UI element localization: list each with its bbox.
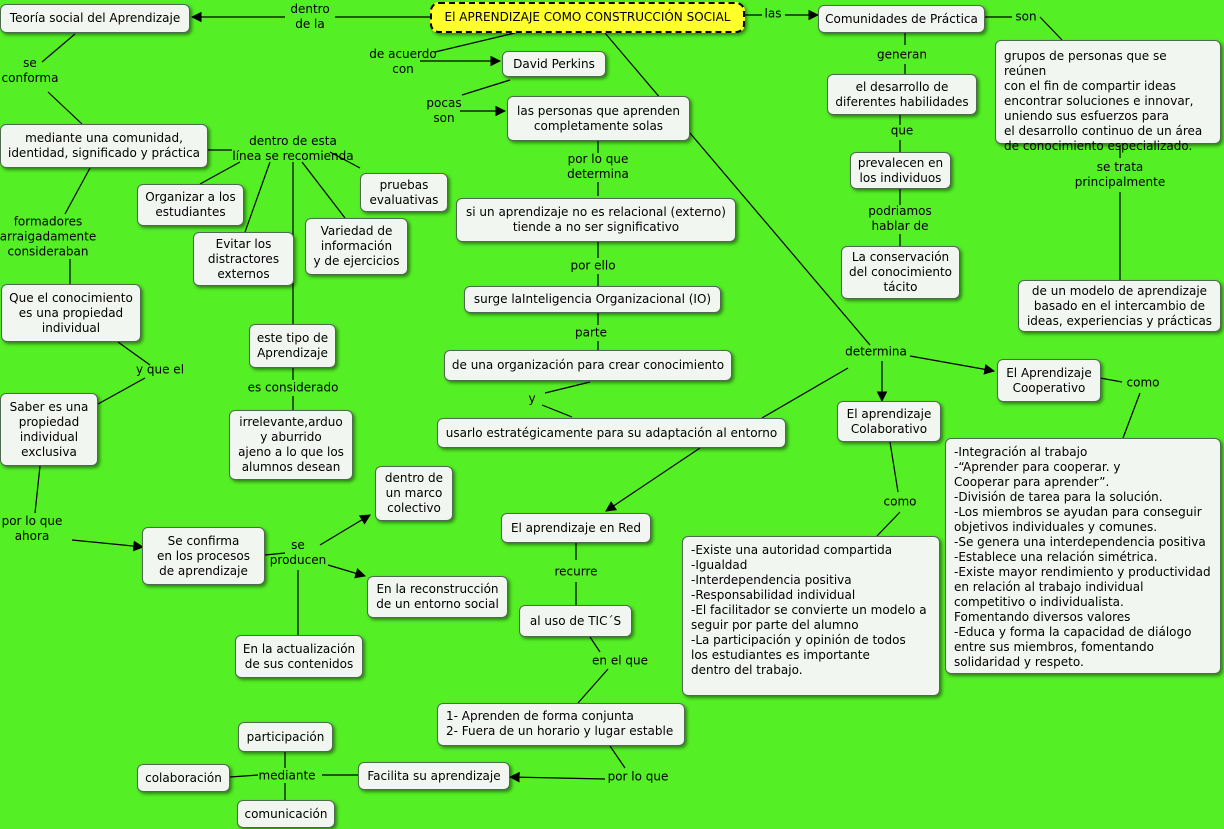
grupos-personas-node[interactable]: grupos de personas que se reúnen con el … — [995, 40, 1221, 153]
pruebas-evaluativas-node[interactable]: pruebas evaluativas — [360, 173, 448, 212]
link-label-como-colaborativo: como — [883, 494, 917, 509]
reconstruccion-entorno-node[interactable]: En la reconstrucción de un entorno socia… — [367, 576, 508, 618]
modelo-aprendizaje-node[interactable]: de un modelo de aprendizaje basado en el… — [1018, 280, 1221, 332]
desarrollo-habilidades-node[interactable]: el desarrollo de diferentes habilidades — [827, 74, 977, 115]
link-label-mediante: mediante — [258, 768, 316, 783]
link-label-dentro-de-esta-linea: dentro de esta línea se recomienda — [232, 134, 354, 163]
link-label-de-acuerdo-con: de acuerdo con — [369, 47, 437, 76]
link-label-pocas-son: pocas son — [426, 96, 462, 125]
link-label-parte: parte — [575, 325, 607, 340]
link-label-podriamos-hablar: podriamos hablar de — [868, 204, 932, 233]
evitar-distractores-node[interactable]: Evitar los distractores externos — [193, 232, 294, 286]
link-label-por-lo-que-determina: por lo que determina — [567, 152, 629, 181]
link-label-es-considerado: es considerado — [247, 380, 339, 395]
link-label-se-conforma: se conforma — [1, 56, 59, 85]
link-label-por-ello: por ello — [570, 258, 616, 273]
link-label-y: y — [528, 391, 536, 406]
conocimiento-propiedad-node[interactable]: Que el conocimiento es una propiedad ind… — [1, 284, 141, 342]
cooperativo-caracteristicas-node[interactable]: -Integración al trabajo -“Aprender para … — [945, 438, 1221, 674]
tipo-aprendizaje-node[interactable]: este tipo de Aprendizaje — [249, 324, 336, 368]
comunicacion-node[interactable]: comunicación — [237, 800, 335, 828]
link-label-se-producen: se producen — [269, 538, 327, 567]
link-label-y-que-el: y que el — [135, 362, 185, 377]
colaborativo-caracteristicas-node[interactable]: -Existe una autoridad compartida -Iguald… — [682, 536, 940, 696]
link-label-determina: determina — [845, 344, 907, 359]
organizar-estudiantes-node[interactable]: Organizar a los estudiantes — [137, 184, 244, 226]
link-label-son: son — [1015, 9, 1037, 24]
colaboracion-node[interactable]: colaboración — [137, 764, 230, 792]
organizacion-conocimiento-node[interactable]: de una organización para crear conocimie… — [444, 350, 732, 381]
link-label-se-trata: se trata principalmente — [1074, 160, 1166, 189]
saber-propiedad-node[interactable]: Saber es una propiedad individual exclus… — [0, 393, 98, 466]
se-confirma-node[interactable]: Se confirma en los procesos de aprendiza… — [142, 527, 265, 585]
uso-tics-node[interactable]: al uso de TIC´S — [519, 605, 632, 637]
comunidades-practica-node[interactable]: Comunidades de Práctica — [818, 5, 985, 33]
participacion-node[interactable]: participación — [238, 722, 333, 752]
david-perkins-node[interactable]: David Perkins — [502, 51, 606, 77]
aprenden-conjunta-node[interactable]: 1- Aprenden de forma conjunta 2- Fuera d… — [437, 703, 685, 746]
link-label-como-cooperativo: como — [1126, 375, 1160, 390]
link-label-las: las — [764, 6, 782, 21]
marco-colectivo-node[interactable]: dentro de un marco colectivo — [375, 466, 453, 521]
aprendizaje-colaborativo-node[interactable]: El aprendizaje Colaborativo — [837, 401, 941, 442]
personas-aprenden-node[interactable]: las personas que aprenden completamente … — [507, 96, 690, 141]
irrelevante-node[interactable]: irrelevante,arduo y aburrido ajeno a lo … — [229, 410, 353, 480]
aprendizaje-relacional-node[interactable]: si un aprendizaje no es relacional (exte… — [456, 198, 736, 242]
prevalecen-node[interactable]: prevalecen en los individuos — [850, 152, 951, 189]
link-label-por-lo-que: por lo que — [607, 769, 669, 784]
link-label-que: que — [890, 123, 914, 138]
link-label-dentro-de-la: dentro de la — [290, 2, 330, 31]
variedad-informacion-node[interactable]: Variedad de información y de ejercicios — [305, 218, 408, 275]
link-label-formadores: formadores arraigadamente consideraban — [0, 214, 97, 259]
link-label-por-lo-que-ahora: por lo que ahora — [1, 514, 63, 543]
link-label-en-el-que: en el que — [592, 653, 648, 668]
actualizacion-contenidos-node[interactable]: En la actualización de sus contenidos — [235, 635, 363, 678]
aprendizaje-red-node[interactable]: El aprendizaje en Red — [501, 513, 651, 543]
main-concept-node[interactable]: El APRENDIZAJE COMO CONSTRUCCIÓN SOCIAL — [430, 2, 745, 33]
aprendizaje-cooperativo-node[interactable]: El Aprendizaje Cooperativo — [997, 359, 1101, 402]
conservacion-conocimiento-node[interactable]: La conservación del conocimiento tácito — [841, 246, 960, 299]
teoria-social-node[interactable]: Teoría social del Aprendizaje — [0, 4, 190, 33]
link-label-recurre: recurre — [554, 564, 598, 579]
facilita-aprendizaje-node[interactable]: Facilita su aprendizaje — [358, 762, 510, 790]
inteligencia-organizacional-node[interactable]: surge laInteligencia Organizacional (IO) — [464, 286, 721, 313]
link-label-generan: generan — [877, 47, 927, 62]
usarlo-estrategicamente-node[interactable]: usarlo estratégicamente para su adaptaci… — [437, 418, 786, 448]
mediante-comunidad-node[interactable]: mediante una comunidad, identidad, signi… — [0, 124, 208, 168]
